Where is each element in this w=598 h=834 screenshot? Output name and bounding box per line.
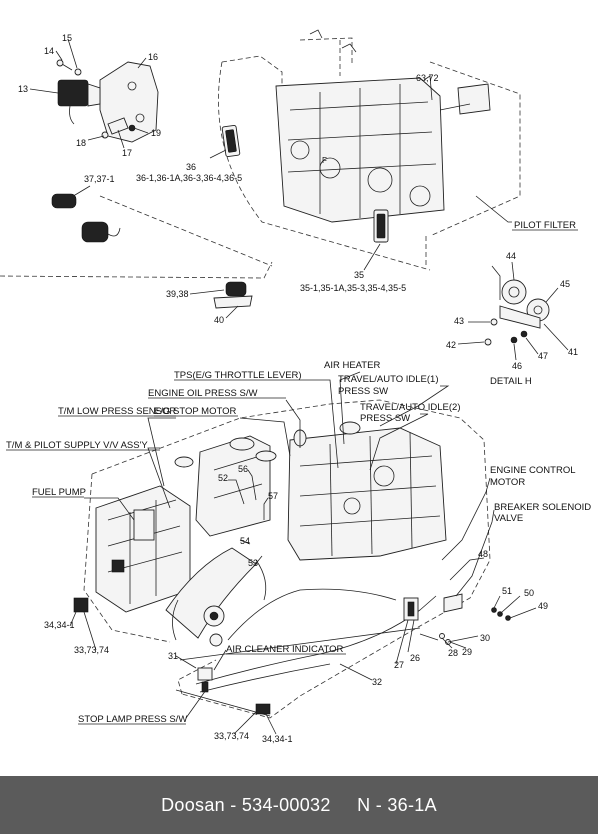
callout-33-right: 33,73,74: [214, 731, 249, 741]
callout-35: 35: [354, 270, 364, 280]
callout-30: 30: [480, 633, 490, 643]
callout-37: 37,37-1: [84, 174, 115, 184]
label-air-cleaner-indicator: AIR CLEANER INDICATOR: [226, 644, 344, 655]
callout-16: 16: [148, 52, 158, 62]
relay-assembly: [29, 38, 159, 149]
label-pilot-filter: PILOT FILTER: [514, 220, 576, 231]
callout-57: 57: [268, 491, 278, 501]
label-tm-low-press: T/M LOW PRESS SENSOR: [58, 406, 176, 417]
label-travel-idle-1: TRAVEL/AUTO IDLE(1): [338, 374, 438, 385]
label-travel-idle-2: TRAVEL/AUTO IDLE(2): [360, 402, 460, 413]
footer-brand: Doosan: [161, 794, 225, 815]
label-stop-lamp-press: STOP LAMP PRESS S/W: [78, 714, 187, 725]
label-tps: TPS(E/G THROTTLE LEVER): [174, 370, 302, 381]
callout-34-right: 34,34-1: [262, 734, 293, 744]
lamp-36: [209, 124, 241, 159]
exploded-parts-diagram: F: [0, 29, 592, 744]
label-breaker-valve: VALVE: [494, 513, 523, 524]
callout-34-left: 34,34-1: [44, 620, 75, 630]
callout-52: 52: [218, 473, 228, 483]
callout-49: 49: [538, 601, 548, 611]
callout-35-variants: 35-1,35-1A,35-3,35-4,35-5: [300, 283, 406, 293]
label-fuel-pump: FUEL PUMP: [32, 487, 86, 498]
callout-27: 27: [394, 660, 404, 670]
callout-36: 36: [186, 162, 196, 172]
label-travel-idle-1-sw: PRESS SW: [338, 386, 388, 397]
callout-18: 18: [76, 138, 86, 148]
callout-28: 28: [448, 648, 458, 658]
callout-31: 31: [168, 651, 178, 661]
callout-47: 47: [538, 351, 548, 361]
callout-26: 26: [410, 653, 420, 663]
footer-part-number: 534-00032: [241, 794, 331, 815]
label-detail-h: DETAIL H: [490, 376, 532, 387]
callout-17: 17: [122, 148, 132, 158]
label-engine-oil-press: ENGINE OIL PRESS S/W: [148, 388, 257, 399]
callout-48: 48: [478, 549, 488, 559]
label-breaker-solenoid: BREAKER SOLENOID: [494, 502, 591, 513]
callout-labels: 15 14 16 13 18 17 19 63,72 36 36-1,36-1A…: [6, 33, 591, 744]
callout-56: 56: [238, 464, 248, 474]
callout-32: 32: [372, 677, 382, 687]
callout-36-variants: 36-1,36-1A,36-3,36-4,36-5: [136, 173, 242, 183]
lamp-35: [363, 209, 389, 271]
label-engine-control-motor: MOTOR: [490, 477, 525, 488]
callout-41: 41: [568, 347, 578, 357]
callout-51: 51: [502, 586, 512, 596]
callout-46: 46: [512, 361, 522, 371]
label-tm-pilot-supply: T/M & PILOT SUPPLY V/V ASS'Y: [6, 440, 148, 451]
label-air-heater: AIR HEATER: [324, 360, 380, 371]
svg-text:F: F: [322, 156, 327, 165]
callout-33-left: 33,73,74: [74, 645, 109, 655]
label-eg-stop-motor: E/G STOP MOTOR: [154, 406, 236, 417]
callout-40: 40: [214, 315, 224, 325]
callout-45: 45: [560, 279, 570, 289]
callout-54: 54: [240, 536, 250, 546]
footer-separator: -: [224, 794, 242, 815]
callout-63-72: 63,72: [416, 73, 439, 83]
cab-frame-upper: F: [218, 29, 521, 271]
callout-leaders: [69, 371, 537, 735]
label-travel-idle-2-sw: PRESS SW: [360, 413, 410, 424]
label-engine-control: ENGINE CONTROL: [490, 465, 576, 476]
callout-19: 19: [151, 128, 161, 138]
footer-bar: Doosan - 534-00032 N - 36-1A: [0, 776, 598, 834]
callout-29: 29: [462, 647, 472, 657]
diagram-canvas: F: [0, 29, 591, 744]
callout-13: 13: [18, 84, 28, 94]
callout-14: 14: [44, 46, 54, 56]
detail-h: [457, 261, 569, 361]
work-lamp-assembly: [0, 185, 273, 319]
callout-43: 43: [454, 316, 464, 326]
callout-15: 15: [62, 33, 72, 43]
callout-44: 44: [506, 251, 516, 261]
callout-39-38: 39,38: [166, 289, 189, 299]
footer-gap: [331, 795, 358, 816]
footer-sheet: N - 36-1A: [357, 794, 437, 815]
callout-50: 50: [524, 588, 534, 598]
callout-42: 42: [446, 340, 456, 350]
callout-53: 53: [248, 558, 258, 568]
caption-underlines: [6, 229, 578, 725]
